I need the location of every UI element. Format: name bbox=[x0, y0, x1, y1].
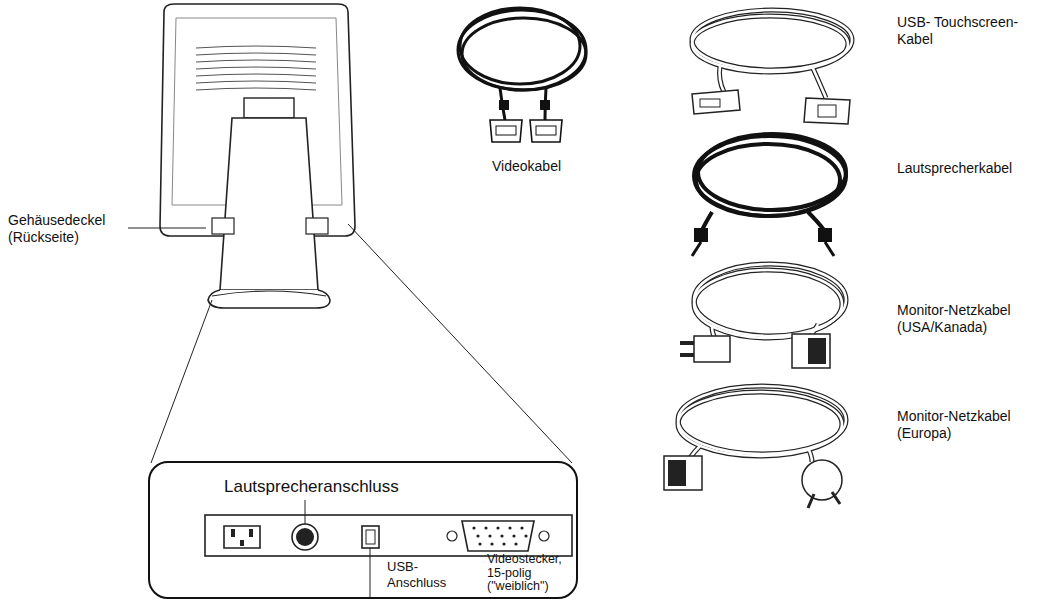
cable-label: Monitor-Netzkabel (Europa) bbox=[897, 408, 1037, 442]
cable-label: Videokabel bbox=[492, 158, 592, 175]
port-label: Lautsprecheranschluss bbox=[224, 477, 484, 497]
cable-label: Lautsprecherkabel bbox=[897, 160, 1047, 177]
cable-label: Monitor-Netzkabel (USA/Kanada) bbox=[897, 302, 1037, 336]
port-label: Videostecker, 15-polig ("weiblich") bbox=[487, 553, 575, 594]
part-label: Gehäusedeckel (Rückseite) bbox=[8, 212, 126, 246]
port-label: USB- Anschluss bbox=[387, 559, 459, 591]
inset-panel: LautsprecheranschlussUSB- Anschluss Video… bbox=[148, 461, 578, 599]
cable-label: USB- Touchscreen-Kabel bbox=[897, 14, 1037, 48]
